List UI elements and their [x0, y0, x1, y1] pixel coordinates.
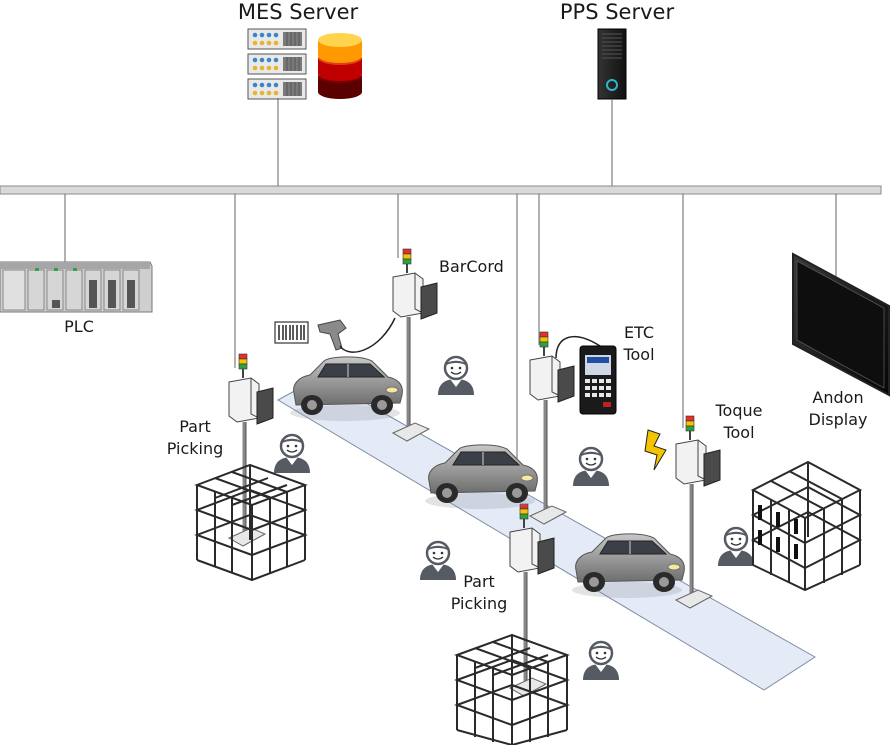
- worker-2: [272, 433, 312, 475]
- etc-label-line2: Tool: [622, 345, 654, 364]
- pps-server: PPS Server: [560, 0, 675, 186]
- toque-label-line2: Tool: [722, 423, 754, 442]
- tool-rack: [750, 460, 863, 592]
- worker-5: [716, 526, 756, 568]
- etc-label-line1: ETC: [624, 323, 654, 342]
- worker-6: [581, 640, 621, 682]
- part-picking-station-2: Part Picking: [451, 502, 556, 698]
- plc-label: PLC: [64, 317, 94, 336]
- worker-1: [436, 355, 476, 397]
- part-picking-1-label-line2: Picking: [167, 439, 224, 458]
- parts-rack-2: [454, 633, 570, 747]
- server-rack-icon: [247, 28, 307, 100]
- pps-server-label: PPS Server: [560, 0, 675, 24]
- barcode-scanner-icon: [274, 317, 396, 353]
- etc-station: ETC Tool: [528, 323, 655, 526]
- lightning-icon: [644, 429, 667, 471]
- part-picking-station-1: Part Picking: [167, 352, 275, 548]
- barcode-label: BarCord: [439, 257, 504, 276]
- andon-label-line2: Display: [809, 410, 868, 429]
- toque-label-line1: Toque: [715, 401, 763, 420]
- part-picking-1-label-line1: Part: [179, 417, 211, 436]
- barcode-station: BarCord: [274, 247, 504, 443]
- etc-controller-icon: [555, 336, 617, 415]
- mes-server: MES Server: [238, 0, 362, 186]
- part-picking-2-label-line2: Picking: [451, 594, 508, 613]
- plc-device: PLC: [0, 261, 153, 336]
- worker-4: [418, 540, 458, 582]
- etc-terminal: [528, 330, 576, 526]
- toque-station: Toque Tool: [644, 401, 763, 610]
- database-icon: [318, 33, 362, 99]
- network-bus: [0, 185, 882, 195]
- tower-server-icon: [597, 28, 627, 100]
- mes-server-label: MES Server: [238, 0, 359, 24]
- part-picking-2-label-line1: Part: [463, 572, 495, 591]
- andon-display: Andon Display: [792, 252, 890, 429]
- andon-label-line1: Andon: [812, 388, 863, 407]
- worker-3: [571, 446, 611, 488]
- parts-rack-1: [194, 463, 308, 582]
- car-1: [289, 355, 404, 422]
